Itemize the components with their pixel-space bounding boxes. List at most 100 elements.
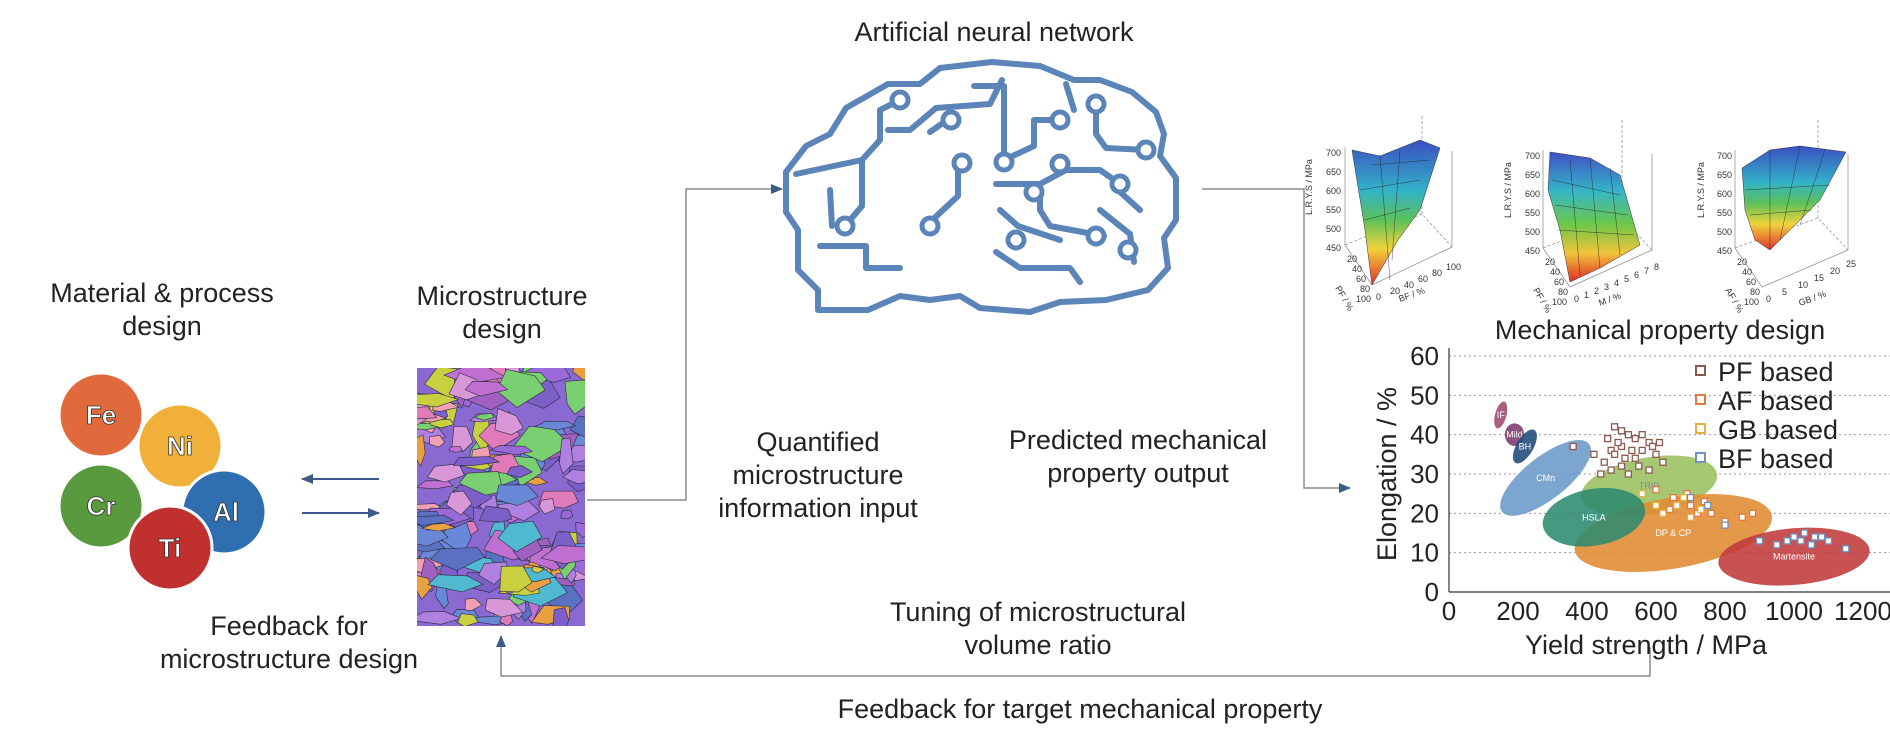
grain [560, 509, 574, 520]
surface-plot-3-ytick: 15 [1814, 273, 1824, 283]
data-point [1652, 486, 1660, 494]
data-point [1617, 462, 1626, 470]
surface-plot-2-ztick: 450 [1525, 246, 1540, 256]
surface-plot-3-ytick: 20 [1830, 266, 1840, 276]
surface-plot-1-xlabel: PF / % [1333, 284, 1355, 312]
data-point [1817, 533, 1826, 541]
grain [417, 515, 455, 527]
grain [426, 463, 465, 483]
surface-plot-2-ytick: 2 [1594, 286, 1599, 296]
data-point [1800, 529, 1808, 537]
y-tick-label: 30 [1410, 459, 1439, 489]
data-point [1610, 450, 1619, 458]
data-point [1842, 545, 1850, 553]
material-design-line: design [122, 311, 202, 341]
region-bh [1512, 429, 1537, 464]
grain [464, 380, 509, 397]
element-cr-bubble [57, 462, 145, 550]
data-point [1628, 446, 1636, 455]
region-label: Mild [1506, 430, 1523, 440]
surface-plot-1-xtick: 80 [1360, 284, 1370, 294]
region-label: IF [1497, 410, 1506, 420]
data-point [1666, 505, 1674, 514]
data-point [1631, 454, 1639, 462]
data-point [1748, 509, 1757, 517]
data-point [1597, 470, 1605, 478]
data-point [1655, 438, 1664, 447]
grain [451, 425, 474, 453]
grain [499, 565, 533, 593]
element-ni-label: Ni [167, 431, 193, 461]
data-point [1811, 533, 1819, 541]
surface-plot-3-ztick: 650 [1717, 170, 1732, 180]
y-tick-label: 0 [1425, 577, 1439, 607]
data-point [1773, 541, 1781, 549]
grain [427, 574, 484, 593]
region-label: BH [1519, 441, 1532, 451]
surface-plot-1-ztick: 650 [1326, 167, 1341, 177]
element-fe-bubble [57, 371, 145, 459]
x-tick-label: 200 [1496, 596, 1539, 626]
x-tick-label: 400 [1565, 596, 1608, 626]
grain [417, 480, 454, 490]
surface-plot-1-xtick: 100 [1356, 294, 1371, 304]
grain [534, 420, 577, 431]
surface-plot-2-ytick: 1 [1584, 290, 1589, 300]
grain [474, 413, 495, 421]
grain [417, 434, 426, 468]
surface-plot-3-ylabel: GB / % [1797, 289, 1827, 308]
mech-property-design-label: Mechanical property design [1494, 315, 1826, 345]
surface-plot-2-xtick: 100 [1552, 297, 1567, 307]
material-design-label: Material & process design [12, 277, 312, 343]
grain [478, 505, 513, 523]
arrow-micro-to-ann [587, 184, 783, 501]
region-label: Martensite [1773, 552, 1815, 562]
grain [417, 406, 438, 420]
microstructure-design-line: design [462, 314, 542, 344]
surface-plot-3-ztick: 450 [1717, 246, 1732, 256]
region-hsla [1542, 487, 1646, 547]
surface-plot-1: 700 650 600 550 500 450 L.R.Y.S / MPa 20… [1304, 116, 1461, 312]
x-tick-label: 1200 [1834, 596, 1890, 626]
grain [522, 368, 571, 383]
quantified-input-line: Quantified [756, 427, 880, 457]
data-point [1600, 458, 1608, 466]
brain-nodes [834, 89, 1157, 261]
element-bubbles [57, 371, 268, 592]
surface-plot-1-ztick: 600 [1326, 186, 1341, 196]
surface-plot-3-xtick: 20 [1737, 257, 1747, 267]
data-point [1797, 537, 1805, 545]
x-tick-label: 0 [1442, 596, 1456, 626]
material-design-line: Material & process [50, 278, 274, 308]
chart-points [1569, 423, 1850, 553]
surface-plot-2-ztick: 500 [1525, 227, 1540, 237]
grain [429, 547, 486, 571]
x-tick-label: 800 [1703, 596, 1746, 626]
surface-plot-3-ytick: 25 [1846, 259, 1856, 269]
surface-plot-3-ztick: 700 [1717, 151, 1732, 161]
surface-plot-1-xtick: 20 [1347, 254, 1357, 264]
surface-plot-1-ytick: 40 [1404, 280, 1414, 290]
grain [569, 415, 585, 438]
surface-plot-2-ytick: 4 [1614, 278, 1619, 288]
surface-plot-1-ytick: 60 [1418, 274, 1428, 284]
data-point [1590, 450, 1598, 458]
surface-plot-1-xtick: 60 [1356, 274, 1366, 284]
data-point [1669, 493, 1677, 502]
data-point [1686, 501, 1695, 510]
feedback-target-label: Feedback for target mechanical property [837, 694, 1323, 724]
region-label: HSLA [1582, 512, 1606, 522]
data-point [1790, 533, 1798, 541]
data-point [1624, 470, 1633, 478]
data-point [1610, 423, 1619, 431]
surface-plot-1-ztick: 450 [1326, 243, 1341, 253]
grain [417, 393, 460, 408]
y-tick-label: 50 [1410, 380, 1439, 410]
y-tick-label: 60 [1410, 341, 1439, 371]
data-point [1635, 462, 1643, 470]
data-point [1738, 513, 1746, 521]
surface-plot-2-ztick: 700 [1525, 151, 1540, 161]
grain [564, 379, 585, 415]
